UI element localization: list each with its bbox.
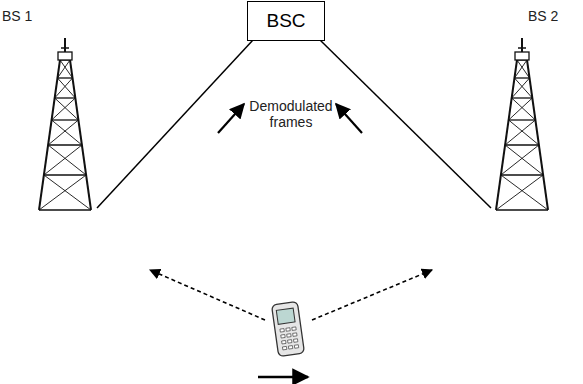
flow-label: Demodulated frames [246,98,336,130]
radio-arrow [150,270,265,320]
tower-icon [39,38,91,210]
station-label: BS 2 [528,8,580,24]
flow-arrow [218,104,244,133]
radio-arrow [312,270,432,320]
flow-arrow [336,104,362,133]
backhaul-wire [320,40,491,208]
backhaul-wire [97,40,253,208]
node-label: BSC [266,10,305,32]
movement-arrow [258,376,308,379]
station-label: BS 1 [2,8,62,24]
tower-icon [496,38,548,210]
controller-box: BSC [247,1,325,41]
phone-icon [272,301,305,356]
